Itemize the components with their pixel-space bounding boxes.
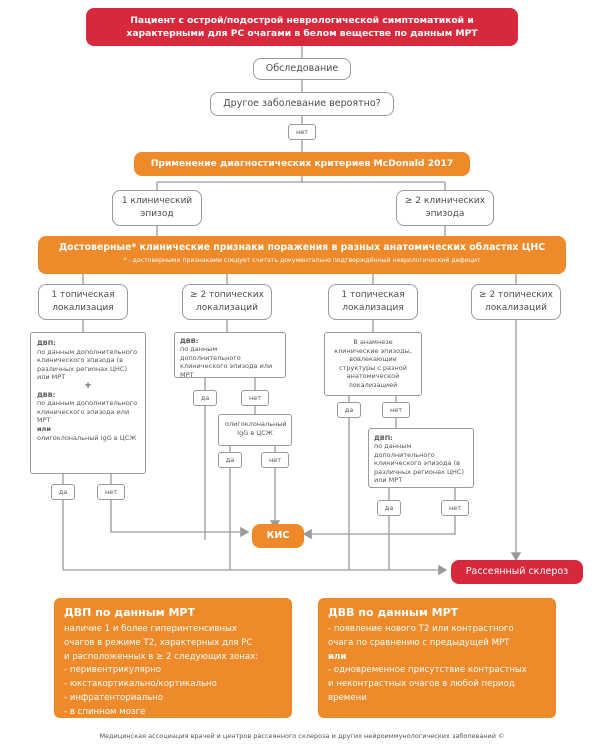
kis-box: КИС: [252, 524, 304, 548]
reliable-signs-note: * - достоверными признаками следует счит…: [123, 257, 481, 264]
col4-topic-box: ≥ 2 топических локализаций: [471, 284, 561, 320]
ms-text: Рассеянный склероз: [465, 566, 569, 577]
mcdonald-box: Применение диагностических критериев McD…: [134, 152, 470, 176]
mcdonald-text: Применение диагностических критериев McD…: [150, 158, 454, 169]
patient-title-box: Пациент с острой/подострой неврологическ…: [86, 8, 518, 46]
col2-ig-yes-text: да: [225, 456, 235, 464]
dvv-info-line: времени: [328, 692, 367, 703]
dvv-info-or: или: [328, 651, 347, 662]
dvv-info-box: ДВВ по данным МРТ - появление нового Т2 …: [318, 598, 556, 718]
reliable-signs-text: Достоверные* клинические признаки пораже…: [58, 242, 546, 253]
reliable-signs-box: Достоверные* клинические признаки пораже…: [38, 236, 566, 274]
col3-dvp-yes-badge: да: [377, 500, 401, 516]
col2-ig-no-text: нет: [268, 456, 282, 464]
two-episodes-box: ≥ 2 клинических эпизода: [396, 190, 494, 226]
col1-dvp-title: ДВП:: [37, 339, 56, 347]
no-badge: нет: [288, 124, 316, 140]
col2-dvv-box: ДВВ: по данным дополнительного клиническ…: [174, 332, 286, 379]
col1-dvv-text: по данным дополнительного клинического э…: [37, 399, 138, 425]
col1-topic-box: 1 топическая локализация: [38, 284, 128, 320]
other-disease-box: Другое заболевание вероятно?: [210, 92, 394, 116]
dvv-info-title: ДВВ по данным МРТ: [328, 606, 459, 619]
col1-ig-text: олигоклональный IgG в ЦСЖ: [37, 433, 137, 442]
col2-dvv-title: ДВВ:: [180, 337, 199, 345]
col2-topic-box: ≥ 2 топических локализаций: [182, 284, 272, 320]
col3-dvp-no-text: нет: [448, 504, 462, 512]
col1-yes-badge: да: [51, 484, 75, 500]
col3-topic-text: 1 топическая локализация: [341, 290, 405, 313]
patient-title-text: Пациент с острой/подострой неврологическ…: [126, 15, 478, 39]
footer-credit: Медицинская ассоциация врачей и центров …: [99, 732, 505, 740]
dvv-info-line: - появление нового Т2 или контрастного: [328, 624, 514, 634]
dvp-info-line: - в спинном мозге: [64, 706, 146, 717]
exam-box: Обследование: [253, 58, 351, 80]
col2-yes-text: да: [200, 394, 210, 402]
col3-yes-badge: да: [337, 402, 361, 418]
col1-no-text: нет: [104, 488, 118, 496]
col3-dvp-box: ДВП: по данным дополнительного клиническ…: [368, 428, 474, 488]
col1-topic-text: 1 топическая локализация: [51, 290, 115, 313]
col1-dvv-title: ДВВ:: [37, 390, 56, 399]
one-episode-box: 1 клинический эпизод: [112, 190, 202, 226]
dvv-info-line: очага по сравнению с предыдущей МРТ: [328, 637, 510, 648]
col2-ig-text: олигоклональный IgG в ЦСЖ: [225, 420, 287, 437]
col2-no-badge: нет: [241, 390, 269, 406]
col2-dvv-text: по данным дополнительного клинического э…: [180, 345, 273, 379]
dvp-info-line: и расположенных в ≥ 2 следующих зонах:: [64, 651, 259, 662]
col1-dvp-text: по данным дополнительного клинического э…: [37, 347, 138, 382]
col1-yes-text: да: [58, 488, 68, 496]
other-disease-text: Другое заболевание вероятно?: [223, 98, 381, 109]
dvp-info-box: ДВП по данным МРТ наличие 1 и более гипе…: [54, 598, 292, 718]
col2-topic-text: ≥ 2 топических локализаций: [190, 290, 264, 313]
col2-ig-box: олигоклональный IgG в ЦСЖ: [218, 414, 292, 446]
col3-topic-box: 1 топическая локализация: [328, 284, 418, 320]
col3-anamnesis-text: В анамнезе клинические эпизоды, вовлекаю…: [334, 338, 412, 389]
no-badge-text: нет: [295, 128, 309, 136]
kis-text: КИС: [266, 530, 290, 541]
dvv-info-line: и неконтрастных очагов в любой период: [328, 679, 515, 690]
dvp-info-line: - юкстакортикально/кортикально: [64, 679, 217, 690]
dvp-info-title: ДВП по данным МРТ: [64, 606, 195, 619]
col2-ig-no-badge: нет: [261, 452, 289, 468]
exam-text: Обследование: [265, 63, 339, 74]
ms-box: Рассеянный склероз: [451, 560, 583, 584]
dvp-info-line: - перивентрикулярно: [64, 665, 162, 676]
one-episode-text: 1 клинический эпизод: [121, 196, 193, 219]
col2-no-text: нет: [248, 394, 262, 402]
col3-no-text: нет: [389, 406, 403, 414]
dvp-info-line: наличие 1 и более гиперинтенсивных: [64, 624, 237, 634]
two-episodes-text: ≥ 2 клинических эпизода: [404, 196, 486, 219]
col1-no-badge: нет: [97, 484, 125, 500]
col3-dvp-yes-text: да: [384, 504, 394, 512]
col3-yes-text: да: [344, 406, 354, 414]
col3-no-badge: нет: [382, 402, 410, 418]
col2-yes-badge: да: [193, 390, 217, 406]
col4-topic-text: ≥ 2 топических локализаций: [479, 290, 553, 313]
dvp-info-line: - инфратенториально: [64, 692, 164, 703]
col1-criteria-box: ДВП: по данным дополнительного клиническ…: [30, 332, 146, 474]
col1-or: или: [37, 424, 51, 433]
col3-dvp-no-badge: нет: [441, 500, 469, 516]
dvv-info-line: - одновременное присутствие контрастных: [328, 665, 527, 676]
col1-plus: +: [84, 380, 92, 391]
dvp-info-line: очагов в режиме Т2, характерных для РС: [64, 637, 253, 648]
col3-dvp-title: ДВП:: [374, 434, 393, 442]
col3-anamnesis-box: В анамнезе клинические эпизоды, вовлекаю…: [324, 332, 422, 396]
col2-ig-yes-badge: да: [218, 452, 242, 468]
col3-dvp-text: по данным дополнительного клинического э…: [374, 442, 464, 485]
